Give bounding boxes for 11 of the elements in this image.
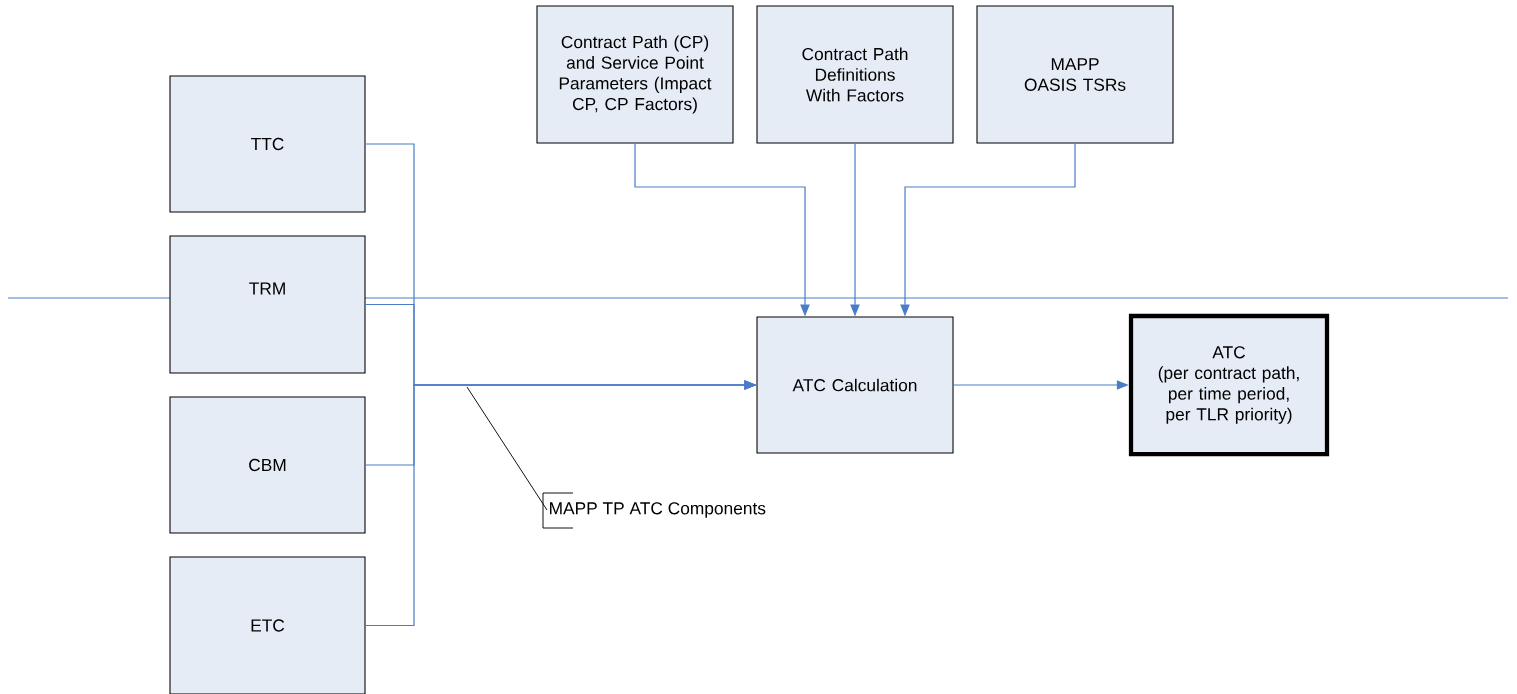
process-box: ATC Calculation — [756, 316, 954, 454]
process-box: Contract Path Definitions With Factors — [756, 5, 954, 144]
output-box: ATC (per contract path, per time period, per TLR priority) — [1128, 313, 1330, 457]
process-box: CBM — [169, 396, 366, 534]
leader-line — [466, 386, 548, 511]
process-box: TTC — [169, 75, 366, 213]
annotation-text: MAPP TP ATC Components — [550, 502, 766, 518]
process-box: MAPP OASIS TSRs — [976, 5, 1174, 144]
process-box: TRM — [169, 235, 366, 374]
process-box: Contract Path (CP) and Service Point Parameters (Impact CP, CP Factors) — [536, 5, 734, 144]
process-box: ETC — [169, 556, 366, 694]
